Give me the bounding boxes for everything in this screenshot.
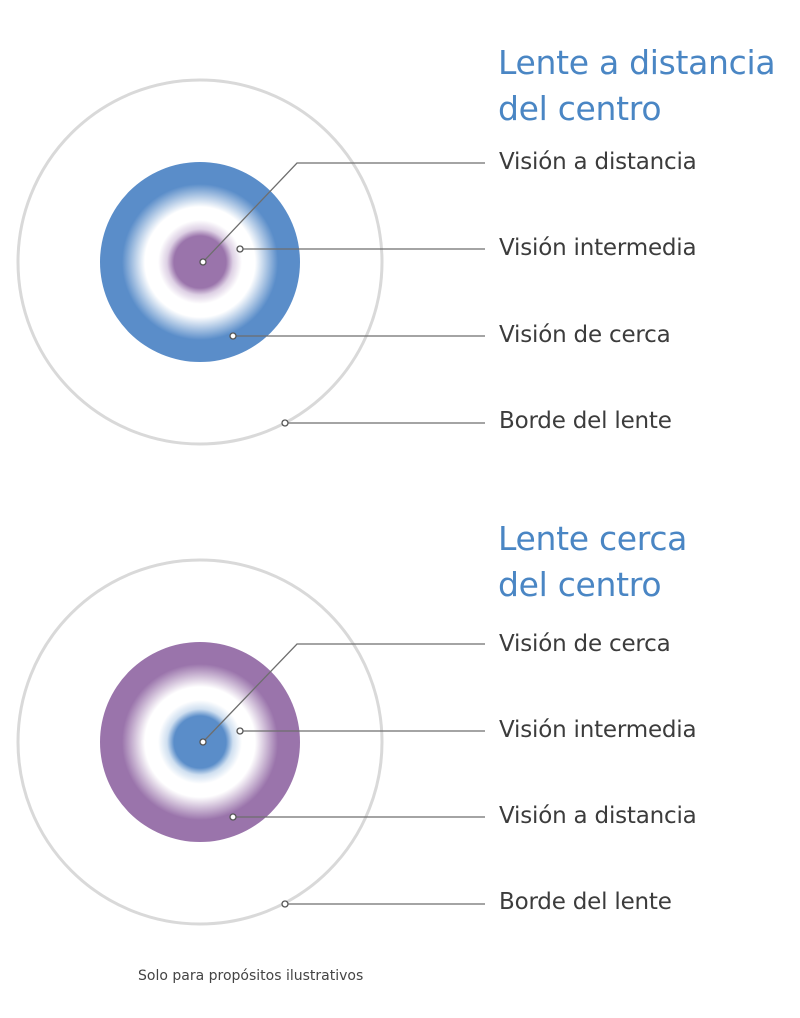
leader-line-1	[202, 643, 485, 743]
pointer-dot-1	[199, 738, 207, 746]
pointer-dot-1	[199, 258, 207, 266]
pointer-dot-4	[281, 900, 289, 908]
label-lens-edge: Borde del lente	[499, 889, 672, 915]
pointer-dot-2	[236, 245, 244, 253]
diagram-title: Lente cerca del centro	[498, 516, 687, 608]
label-lens-edge: Borde del lente	[499, 408, 672, 434]
diagram-title: Lente a distancia del centro	[498, 40, 776, 132]
pointer-dot-3	[229, 813, 237, 821]
disclaimer-footnote: Solo para propósitos ilustrativos	[138, 968, 364, 984]
pointer-dot-4	[281, 419, 289, 427]
lens-diagram-distance-center: Lente a distancia del centro Visión a di…	[0, 0, 800, 460]
label-middle-zone: Visión intermedia	[499, 717, 697, 743]
title-line-1: Lente a distancia	[498, 43, 776, 82]
title-line-2: del centro	[498, 89, 662, 128]
pointer-dot-2	[236, 727, 244, 735]
title-line-1: Lente cerca	[498, 519, 688, 558]
leader-line-1	[202, 162, 485, 263]
label-outer-zone: Visión de cerca	[499, 322, 671, 348]
lens-diagram-near-center: Lente cerca del centro Visión de cerca V…	[0, 480, 800, 940]
pointer-dot-3	[229, 332, 237, 340]
label-center-zone: Visión a distancia	[499, 149, 697, 175]
label-center-zone: Visión de cerca	[499, 631, 671, 657]
title-line-2: del centro	[498, 565, 662, 604]
label-outer-zone: Visión a distancia	[499, 803, 697, 829]
label-middle-zone: Visión intermedia	[499, 235, 697, 261]
lens-illustration	[16, 78, 485, 446]
lens-illustration	[16, 558, 485, 926]
